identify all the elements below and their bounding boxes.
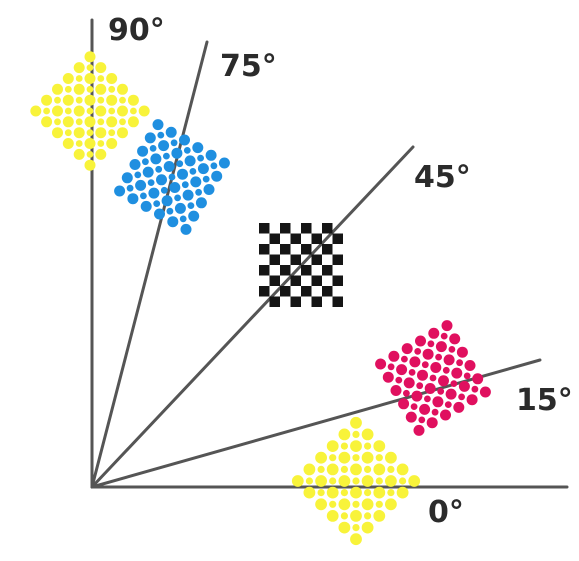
label-90-degrees: 90°: [108, 13, 165, 48]
label-0-degrees: 0°: [428, 495, 464, 530]
screen-patches: [30, 51, 491, 545]
label-75-degrees: 75°: [220, 49, 277, 84]
screen-patch-cyan-75: [114, 119, 230, 235]
label-45-degrees: 45°: [414, 160, 471, 195]
angle-labels: 90° 75° 45° 15° 0°: [108, 13, 573, 530]
label-15-degrees: 15°: [516, 383, 573, 418]
screen-patch-magenta-15: [375, 320, 491, 436]
screen-patch-yellow-90: [30, 51, 149, 170]
screen-patch-yellow-0: [292, 417, 420, 545]
